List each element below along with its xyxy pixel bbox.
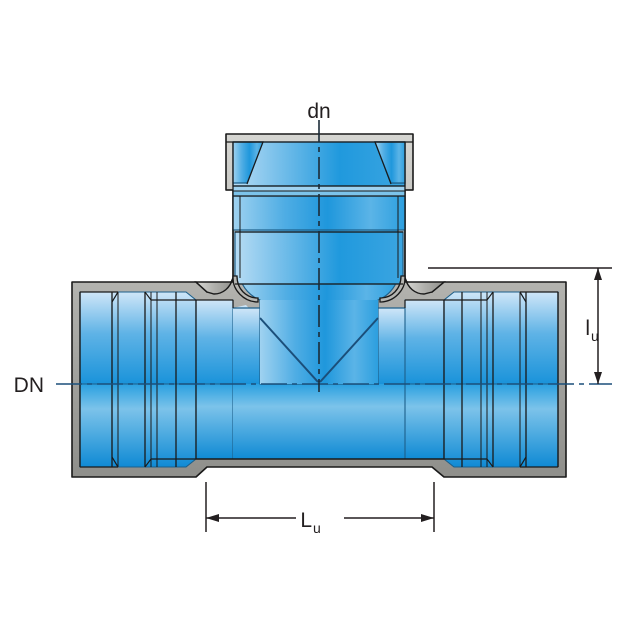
dimension-Lu-label: L bbox=[300, 509, 312, 532]
left-socket-detail bbox=[79, 291, 234, 468]
dimension-Lu: L u bbox=[205, 482, 435, 536]
dimension-dn: dn bbox=[307, 100, 330, 123]
branch-shoulder-fillets bbox=[194, 275, 446, 303]
bore-main-run-lower bbox=[79, 383, 559, 468]
dimension-lu-label: l bbox=[585, 317, 590, 340]
branch-intersection-lines bbox=[259, 317, 379, 383]
dimension-lu: l u bbox=[428, 267, 612, 384]
dimension-DN: DN bbox=[14, 374, 44, 397]
dimension-lu-subscript: u bbox=[591, 328, 599, 344]
dimension-Lu-subscript: u bbox=[313, 520, 321, 536]
dimension-dn-label: dn bbox=[307, 100, 330, 123]
right-socket-detail bbox=[404, 291, 559, 468]
dimension-DN-label: DN bbox=[14, 374, 44, 397]
